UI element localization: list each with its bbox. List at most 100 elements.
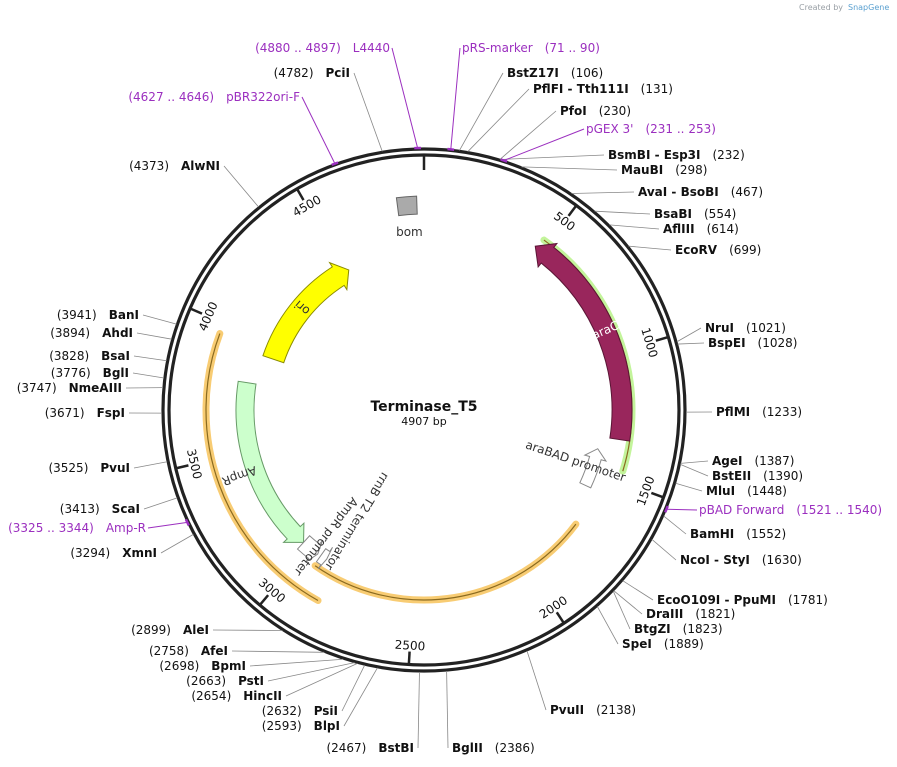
feature-ampr-arrow	[235, 380, 305, 543]
site-position: (3776)	[51, 366, 91, 380]
site-position: (2632)	[262, 704, 302, 718]
site-leader-line	[143, 497, 178, 510]
tick-label: 2500	[394, 638, 425, 654]
site-position: (554)	[704, 207, 736, 221]
primer-marker	[664, 505, 669, 513]
site-leader-line	[353, 72, 383, 152]
tick-mark	[655, 336, 668, 342]
site-position: (1889)	[664, 637, 704, 651]
site-position: (106)	[571, 66, 603, 80]
tick-label: 500	[551, 209, 578, 234]
tick-label: 3500	[184, 448, 205, 481]
site-name: AleI	[183, 623, 209, 637]
site-name: BstEII	[712, 469, 751, 483]
site-name: BstBI	[378, 741, 414, 755]
site-leader-line	[132, 372, 165, 379]
site-position: (131)	[641, 82, 673, 96]
site-name: MauBI	[621, 163, 663, 177]
site-leader-line	[680, 460, 709, 464]
site-name: BspEI	[708, 336, 746, 350]
site-position: (3294)	[70, 546, 110, 560]
primer-pbad-forward-label: pBAD Forward(1521 .. 1540)	[699, 503, 882, 517]
site-nmeaiii-label: (3747) NmeAIII	[17, 381, 122, 395]
site-bsmbi-esp3i-label: BsmBI - Esp3I(232)	[608, 148, 745, 162]
site-name: DraIII	[646, 607, 683, 621]
site-leader-line	[231, 650, 325, 653]
site-draiii-label: DraIII(1821)	[646, 607, 735, 621]
site-blpi-label: (2593)BlpI	[262, 719, 340, 733]
site-leader-line	[676, 327, 702, 343]
site-leader-line	[212, 629, 283, 631]
tick-label: 4500	[290, 192, 323, 219]
site-name: BglII	[452, 741, 483, 755]
site-name: NruI	[705, 321, 734, 335]
site-name: SpeI	[622, 637, 652, 651]
site-leader-line	[446, 671, 449, 749]
site-leader-line	[417, 671, 420, 749]
site-position: (298)	[675, 163, 707, 177]
site-position: (3747)	[17, 381, 57, 395]
site-bstz17i-label: BstZ17I(106)	[507, 66, 603, 80]
primer-range: (1521 .. 1540)	[796, 503, 882, 517]
site-position: (3671)	[45, 406, 85, 420]
site-position: (230)	[599, 104, 631, 118]
site-leader-line	[594, 210, 651, 215]
site-position: (1448)	[747, 484, 787, 498]
site-leader-line	[609, 224, 660, 230]
primer-range: (71 .. 90)	[545, 41, 600, 55]
site-ahdi-label: (3894)AhdI	[50, 326, 133, 340]
site-position: (2663)	[186, 674, 226, 688]
site-position: (1028)	[758, 336, 798, 350]
site-name: HincII	[243, 689, 282, 703]
primer-range: (231 .. 253)	[645, 122, 715, 136]
primer-prs-marker-label: pRS-marker (71 .. 90)	[462, 41, 600, 55]
feature-arabad-promoter-arrow	[579, 448, 608, 489]
tick-mark	[296, 189, 305, 201]
site-leader-line	[341, 665, 365, 712]
site-position: (3941)	[57, 308, 97, 322]
site-afei-label: (2758)AfeI	[149, 644, 228, 658]
site-position: (3413)	[60, 502, 100, 516]
site-name: XmnI	[122, 546, 157, 560]
site-name: AvaI - BsoBI	[638, 185, 719, 199]
site-leader-line	[267, 662, 355, 682]
site-name: BanI	[109, 308, 139, 322]
site-bglii-label: BglII (2386)	[452, 741, 535, 755]
site-leader-line	[675, 482, 703, 492]
site-leader-line	[142, 314, 177, 325]
site-hincii-label: (2654)HincII	[191, 689, 282, 703]
site-position: (1552)	[746, 527, 786, 541]
primer-leader-line	[450, 47, 461, 150]
site-leader-line	[521, 166, 618, 171]
tick-label: 1000	[638, 326, 660, 359]
plasmid-length: 4907 bp	[401, 415, 446, 428]
site-name: PvuII	[550, 703, 584, 717]
primer-name: pRS-marker	[462, 41, 533, 55]
site-name: PvuI	[100, 461, 130, 475]
site-name: BsaI	[101, 349, 130, 363]
feature-arabad-promoter-label: araBAD promoter	[524, 438, 628, 485]
tick-mark	[176, 464, 189, 470]
site-position: (2386)	[495, 741, 535, 755]
site-ecoo109i-ppumi-label: EcoO109I - PpuMI(1781)	[657, 593, 828, 607]
site-leader-line	[160, 534, 194, 554]
site-name: NmeAIII	[69, 381, 122, 395]
site-position: (2899)	[131, 623, 171, 637]
site-position: (2138)	[596, 703, 636, 717]
site-position: (2698)	[159, 659, 199, 673]
feature-arac-arrow	[534, 242, 633, 442]
site-leader-line	[613, 590, 643, 615]
site-xmni-label: (3294) XmnI	[70, 546, 157, 560]
site-name: NcoI - StyI	[680, 553, 750, 567]
site-pvuii-label: PvuII (2138)	[550, 703, 636, 717]
site-position: (232)	[712, 148, 744, 162]
site-alei-label: (2899) AleI	[131, 623, 209, 637]
site-leader-line	[499, 110, 557, 160]
site-leader-line	[285, 663, 358, 697]
site-name: AfeI	[201, 644, 228, 658]
tick-mark	[650, 491, 664, 499]
primer-leader-line	[301, 96, 336, 164]
tick-label: 2000	[537, 593, 570, 621]
